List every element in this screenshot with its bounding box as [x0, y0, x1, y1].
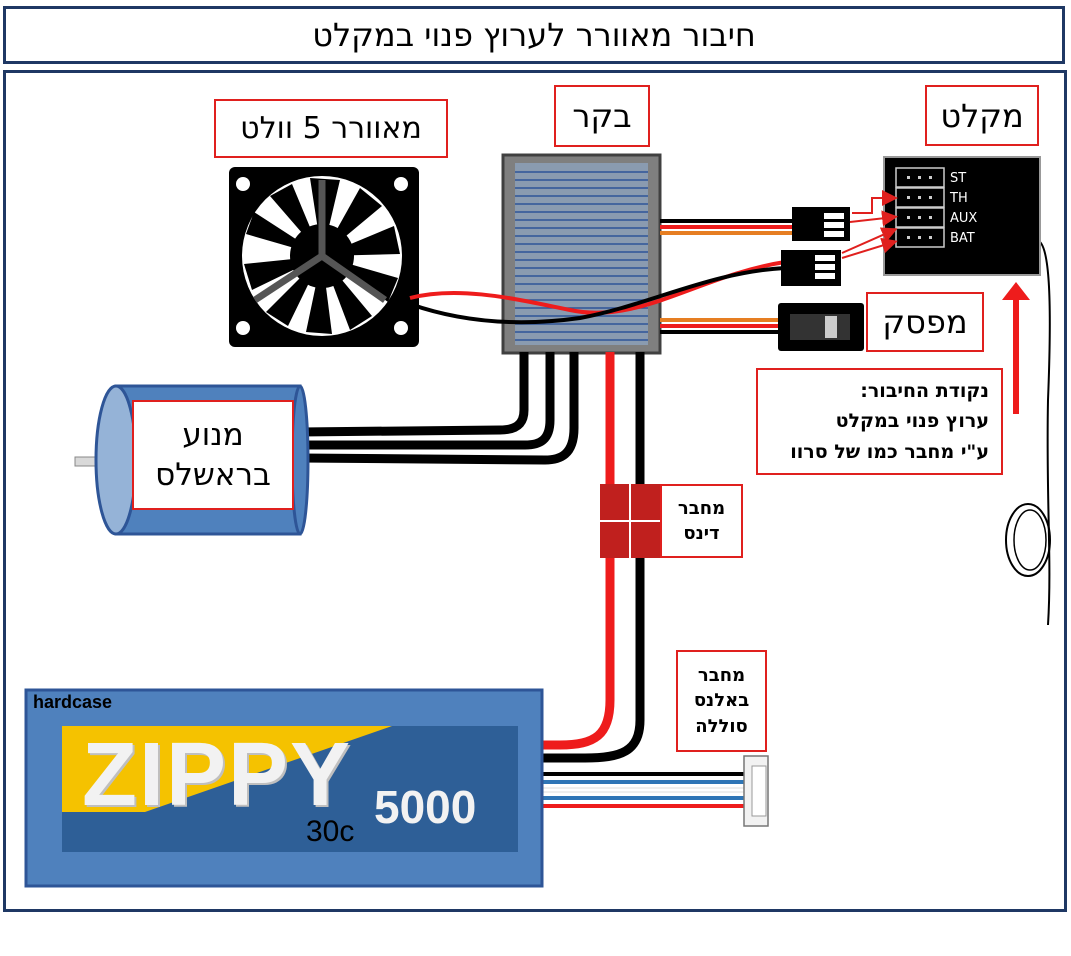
- fan-wires: [409, 260, 786, 325]
- esc-body: [501, 153, 662, 355]
- battery-capacity: 5000: [374, 781, 477, 833]
- antenna: [1005, 239, 1051, 626]
- motor-label-line1: מנוע: [182, 416, 244, 453]
- esc-label: בקר: [554, 85, 650, 147]
- esc-signal-wire: [660, 207, 850, 241]
- motor-wires: [299, 352, 579, 465]
- balance-label-line1: מחבר: [697, 665, 746, 687]
- battery-brand: ZIPPY: [82, 725, 353, 825]
- receiver-channel-bat: BAT: [950, 231, 975, 246]
- switch-wiring: [660, 303, 864, 351]
- fan-label: מאוורר 5 וולט: [214, 99, 448, 158]
- battery-case-text: hardcase: [33, 692, 113, 712]
- connection-arrows: [841, 190, 898, 259]
- fan: [229, 167, 419, 347]
- deans-label-line2: דינס: [683, 523, 720, 544]
- balance-label-line2: באלנס: [693, 690, 750, 712]
- deans-connector: [600, 484, 660, 558]
- motor-label-line2: בראשלס: [155, 457, 271, 493]
- battery-rating: 30c: [306, 815, 355, 848]
- receiver: ST TH AUX BAT: [883, 156, 1041, 276]
- balance-label: מחבר באלנס סוללה: [676, 650, 767, 752]
- receiver-label: מקלט: [925, 85, 1039, 146]
- balance-wires: [539, 755, 769, 827]
- connection-note-line3: ע"י מחבר כמו של סרוו: [790, 440, 989, 463]
- connection-note-line1: נקודת החיבור:: [860, 379, 989, 402]
- page-title: חיבור מאוורר לערוץ פנוי במקלט: [3, 6, 1065, 64]
- deans-label-line1: מחבר: [677, 497, 726, 519]
- battery-main-leads: [540, 352, 645, 763]
- balance-label-line3: סוללה: [695, 715, 748, 737]
- motor-label: מנוע בראשלס: [132, 400, 294, 510]
- switch-label: מפסק: [866, 292, 984, 352]
- connection-note-line2: ערוץ פנוי במקלט: [835, 410, 989, 433]
- connection-point-arrow: [1002, 282, 1030, 414]
- receiver-channel-aux: AUX: [950, 211, 977, 226]
- connection-note: נקודת החיבור: ערוץ פנוי במקלט ע"י מחבר כ…: [756, 368, 1003, 475]
- receiver-channel-st: ST: [950, 171, 966, 186]
- deans-label: מחבר דינס: [660, 484, 743, 558]
- receiver-channel-th: TH: [949, 191, 968, 206]
- battery: [24, 688, 544, 888]
- fan-servo-plug: [781, 250, 841, 286]
